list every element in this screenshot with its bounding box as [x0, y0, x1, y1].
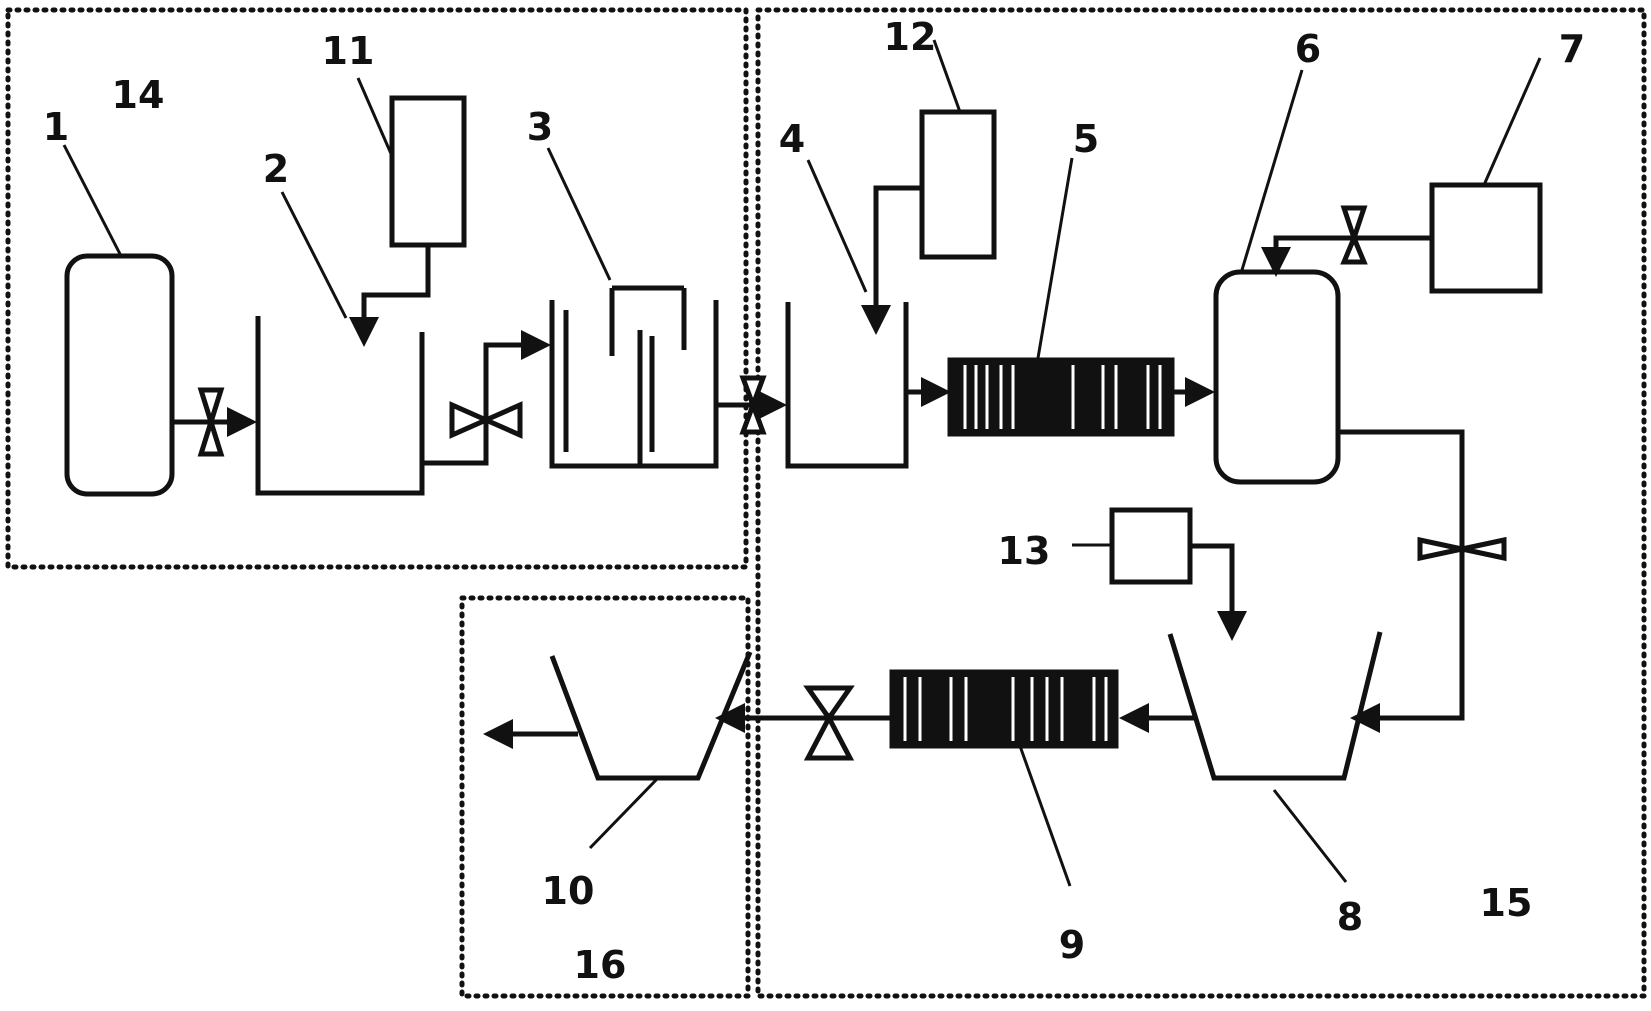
unit-2-tank [255, 316, 425, 496]
valve-icon [803, 712, 855, 761]
label-15: 15 [1480, 881, 1533, 925]
label-3: 3 [527, 105, 553, 149]
pipe-13-to-8 [1190, 543, 1247, 641]
label-7: 7 [1559, 27, 1585, 71]
zone-16-boundary [459, 595, 751, 999]
pipe-6-to-8 [1338, 429, 1465, 733]
unit-8-settling-tank [1167, 631, 1383, 781]
label-9: 9 [1059, 923, 1085, 967]
unit-13-dosing-box [1109, 507, 1193, 585]
label-10: 10 [542, 869, 595, 913]
label-12: 12 [884, 15, 937, 59]
unit-11-dosing-box [389, 95, 467, 248]
valve-icon [739, 375, 767, 413]
pipe-11-to-2 [349, 245, 431, 347]
label-5: 5 [1073, 117, 1099, 161]
pipe-12-to-4 [861, 185, 922, 335]
valve-icon [739, 397, 767, 435]
valve-icon [479, 401, 523, 439]
label-1: 1 [43, 105, 69, 149]
label-11: 11 [322, 29, 375, 73]
unit-7-box [1429, 182, 1543, 294]
unit-3-baffled-reactor [549, 285, 719, 469]
valve-icon [197, 387, 225, 431]
unit-6-reactor-vessel [1213, 269, 1341, 485]
unit-4-tank [785, 302, 909, 469]
unit-5-filter-column [947, 357, 1175, 437]
label-16: 16 [574, 943, 627, 987]
pipe-2-to-3 [422, 330, 551, 466]
unit-10-settling-tank [549, 651, 753, 781]
label-13: 13 [998, 529, 1051, 573]
valve-icon [1340, 205, 1368, 246]
valve-icon [1461, 536, 1507, 562]
valve-icon [1340, 231, 1368, 265]
valve-icon [1417, 536, 1463, 562]
unit-12-dosing-box [919, 109, 997, 260]
label-2: 2 [263, 147, 289, 191]
valve-icon [197, 413, 225, 457]
label-6: 6 [1295, 27, 1321, 71]
label-4: 4 [779, 117, 805, 161]
valve-icon [803, 685, 855, 723]
zone-14-boundary [5, 7, 749, 570]
label-8: 8 [1337, 895, 1363, 939]
valve-icon [449, 401, 493, 439]
unit-1-storage-tank [64, 253, 175, 497]
leader-lines [62, 39, 1542, 887]
pipe-7-to-6 [1261, 235, 1432, 277]
unit-9-filter-column [889, 669, 1119, 749]
zone-15-boundary [755, 7, 1647, 999]
label-14: 14 [112, 73, 165, 117]
